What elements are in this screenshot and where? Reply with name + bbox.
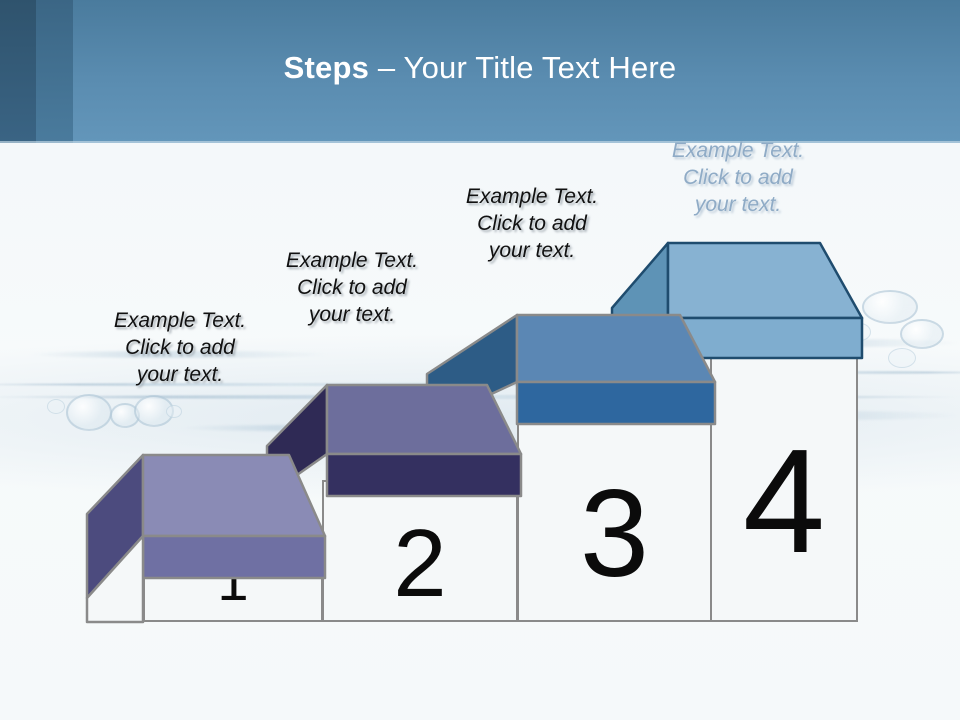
step-number-4: 4: [742, 419, 826, 584]
pedestal-3[interactable]: [517, 420, 712, 622]
header-bottom-edge: [0, 141, 960, 143]
step-caption-2[interactable]: Example Text. Click to add your text.: [285, 249, 419, 326]
step-caption-3[interactable]: Example Text. Click to add your text.: [465, 185, 599, 262]
step-caption-1[interactable]: Example Text. Click to add your text.: [113, 309, 247, 386]
step-number-3: 3: [580, 465, 649, 603]
slide-header: Steps – Your Title Text Here: [0, 0, 960, 143]
bubble-7: [900, 319, 944, 349]
pedestal-2[interactable]: [322, 480, 518, 622]
header-band-mid: [36, 0, 73, 143]
water-surface-line-1: [0, 383, 620, 386]
pedestal-4[interactable]: [710, 350, 858, 622]
title-strong: Steps: [283, 50, 370, 85]
bubble-9: [888, 348, 916, 368]
page-title: Steps – Your Title Text Here: [0, 50, 960, 86]
bubble-6: [862, 290, 918, 324]
bubble-5: [166, 405, 182, 418]
header-band-dark: [0, 0, 36, 143]
step-caption-4[interactable]: Example Text. Click to add your text.: [671, 139, 805, 216]
water-streak-1: [30, 351, 330, 358]
slab-4[interactable]: [610, 240, 870, 368]
title-rest: – Your Title Text Here: [369, 50, 677, 85]
step-number-2: 2: [393, 510, 447, 617]
slab-1[interactable]: [85, 452, 335, 624]
bubble-4: [47, 399, 65, 414]
slab-3[interactable]: [425, 312, 725, 432]
bubble-1: [66, 394, 112, 431]
slab-2[interactable]: [265, 382, 533, 502]
